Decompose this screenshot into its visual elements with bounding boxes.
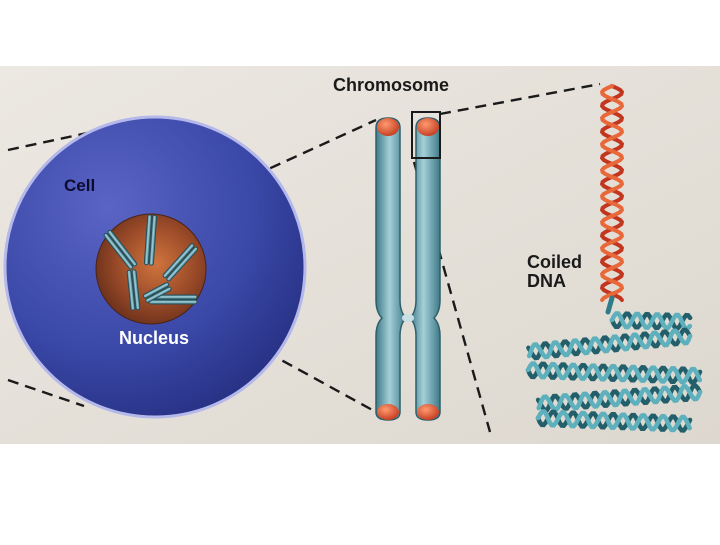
chromosome bbox=[375, 117, 441, 421]
magnification-box bbox=[411, 111, 441, 159]
dna-strand bbox=[525, 361, 703, 385]
dashed-line-cell-top bbox=[7, 118, 149, 152]
dna-strand bbox=[525, 361, 703, 385]
nucleus-chromosome bbox=[126, 269, 141, 311]
telomere bbox=[417, 118, 439, 136]
telomere bbox=[377, 118, 399, 136]
nucleus-chromosomes bbox=[103, 214, 199, 311]
dashed-line-box-to-dna-top bbox=[439, 82, 601, 116]
coiled-dna-label-line2: DNA bbox=[527, 270, 566, 291]
dna-strand bbox=[609, 311, 693, 331]
dna-strand bbox=[599, 84, 625, 302]
centromere bbox=[402, 314, 414, 322]
chromatid-right bbox=[408, 117, 441, 421]
dna-strand bbox=[599, 84, 625, 302]
dna-strand bbox=[536, 384, 703, 412]
chromosome-label: Chromosome bbox=[333, 75, 450, 95]
nucleus-chromosome bbox=[103, 229, 138, 270]
coiled-dna-label: Coiled DNA bbox=[527, 253, 582, 291]
nucleus-chromosome bbox=[148, 294, 198, 305]
dna-strand bbox=[535, 409, 693, 433]
dna-strand bbox=[605, 295, 615, 315]
dna-coiled-helix bbox=[525, 311, 703, 433]
coiled-dna-label-line1: Coiled bbox=[527, 252, 583, 272]
telomere bbox=[377, 404, 399, 420]
dna-strand bbox=[526, 328, 693, 360]
cell-label: Cell bbox=[64, 176, 96, 195]
nucleus-chromosome bbox=[162, 243, 199, 282]
dashed-line-cell-bottom bbox=[7, 378, 85, 408]
nucleus-chromosome bbox=[142, 282, 172, 303]
telomere bbox=[417, 404, 439, 420]
chromatid-left bbox=[375, 117, 408, 421]
nucleus-chromosome bbox=[143, 214, 158, 266]
dna-double-helix-uncoiled bbox=[599, 84, 625, 315]
nucleus-label: Nucleus bbox=[119, 328, 190, 348]
dna-strand bbox=[535, 409, 692, 433]
